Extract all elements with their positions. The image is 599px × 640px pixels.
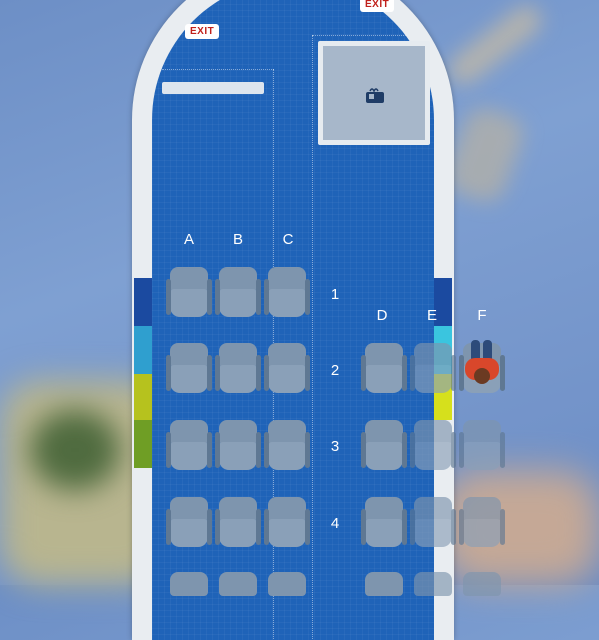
background-aircraft-shadow-tail (441, 102, 529, 208)
seat-3e[interactable] (410, 420, 456, 474)
seat-3f[interactable] (459, 420, 505, 474)
row-label-3: 3 (330, 438, 340, 455)
seat-1c[interactable] (264, 267, 310, 321)
left-band-green (134, 420, 152, 468)
seat-5f[interactable] (459, 572, 505, 626)
background-forest (30, 410, 120, 490)
seat-2b[interactable] (215, 343, 261, 397)
column-label-a: A (183, 231, 194, 248)
row-label-4: 4 (330, 515, 340, 532)
seat-4a[interactable] (166, 497, 212, 551)
exit-sign-front-left: EXIT (185, 24, 220, 39)
bulkhead-bar (162, 82, 264, 94)
seat-4f[interactable] (459, 497, 505, 551)
seat-2d[interactable] (361, 343, 407, 397)
aisle-guide-top-right (312, 35, 432, 36)
left-band-cyan (134, 326, 152, 374)
row-label-2: 2 (330, 362, 340, 379)
seat-5e[interactable] (410, 572, 456, 626)
seat-3c[interactable] (264, 420, 310, 474)
seat-4c[interactable] (264, 497, 310, 551)
seat-5b[interactable] (215, 572, 261, 626)
seat-5c[interactable] (264, 572, 310, 626)
seat-5a[interactable] (166, 572, 212, 626)
seat-4b[interactable] (215, 497, 261, 551)
seat-2a[interactable] (166, 343, 212, 397)
seat-1b[interactable] (215, 267, 261, 321)
aisle-guide-right (312, 35, 313, 640)
column-label-d: D (376, 307, 388, 324)
exit-sign-front-right: EXIT (360, 0, 395, 12)
seat-1a[interactable] (166, 267, 212, 321)
galley-cart-icon (364, 85, 386, 110)
right-band-blue (434, 278, 452, 326)
column-label-b: B (232, 231, 243, 248)
aisle-guide-top-left (162, 69, 274, 70)
left-band-blue (134, 278, 152, 326)
seat-4d[interactable] (361, 497, 407, 551)
background-aircraft-shadow (442, 0, 548, 91)
column-label-f: F (477, 307, 487, 324)
seat-3b[interactable] (215, 420, 261, 474)
passenger-avatar-2f (461, 340, 503, 392)
left-band-yellow (134, 374, 152, 420)
column-label-c: C (282, 231, 294, 248)
seat-2e[interactable] (410, 343, 456, 397)
seat-3a[interactable] (166, 420, 212, 474)
seat-2c[interactable] (264, 343, 310, 397)
seat-5d[interactable] (361, 572, 407, 626)
seat-3d[interactable] (361, 420, 407, 474)
row-label-1: 1 (330, 286, 340, 303)
column-label-e: E (426, 307, 437, 324)
galley (318, 41, 430, 145)
seat-4e[interactable] (410, 497, 456, 551)
